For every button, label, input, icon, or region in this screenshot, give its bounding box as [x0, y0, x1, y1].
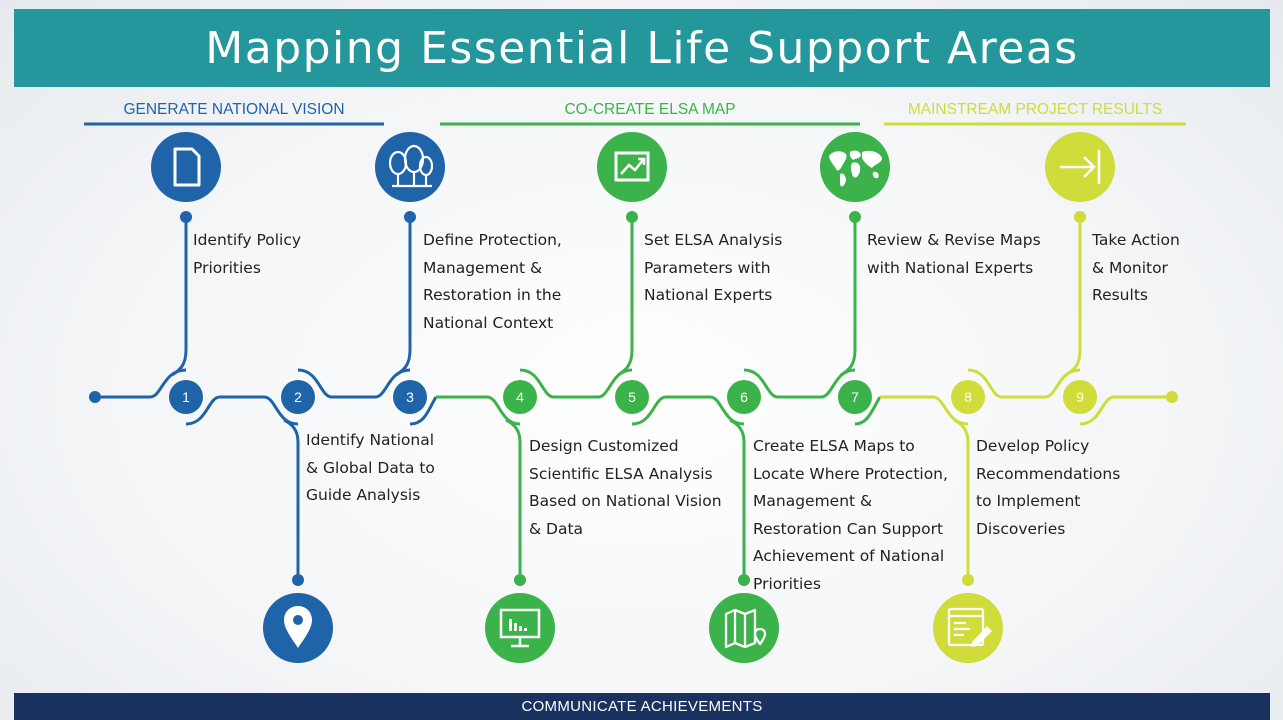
svg-text:8: 8 — [964, 389, 972, 405]
step-badge-1: 1 — [169, 380, 203, 414]
svg-text:1: 1 — [182, 389, 190, 405]
svg-text:6: 6 — [740, 389, 748, 405]
step-badge-5: 5 — [615, 380, 649, 414]
page-title: Mapping Essential Life Support Areas — [205, 22, 1079, 74]
step-badge-7: 7 — [838, 380, 872, 414]
phase-mainstream-label: MAINSTREAM PROJECT RESULTS — [907, 101, 1163, 118]
step-badge-3: 3 — [393, 380, 427, 414]
step-badge-2: 2 — [281, 380, 315, 414]
phase-cocreate-label: CO-CREATE ELSA MAP — [564, 101, 736, 118]
title-banner: Mapping Essential Life Support Areas — [14, 9, 1270, 87]
footer-banner: COMMUNICATE ACHIEVEMENTS — [14, 693, 1270, 720]
world-map-icon — [820, 132, 890, 202]
folded-map-icon — [709, 593, 779, 663]
form-edit-icon — [933, 593, 1003, 663]
svg-text:3: 3 — [406, 389, 414, 405]
trend-chart-icon — [597, 132, 667, 202]
trees-icon — [375, 132, 445, 202]
svg-text:9: 9 — [1076, 389, 1084, 405]
svg-text:4: 4 — [516, 389, 524, 405]
svg-text:5: 5 — [628, 389, 636, 405]
timeline-end-dot — [1166, 391, 1178, 403]
step-badge-6: 6 — [727, 380, 761, 414]
svg-text:2: 2 — [294, 389, 302, 405]
phase-generate-label: GENERATE NATIONAL VISION — [123, 101, 345, 118]
footer-label: COMMUNICATE ACHIEVEMENTS — [521, 698, 763, 715]
step-badge-8: 8 — [951, 380, 985, 414]
document-icon — [151, 132, 221, 202]
step-badge-4: 4 — [503, 380, 537, 414]
monitor-chart-icon — [485, 593, 555, 663]
arrow-target-icon — [1045, 132, 1115, 202]
step-badge-9: 9 — [1063, 380, 1097, 414]
location-pin-icon — [263, 593, 333, 663]
step-3-text: Define Protection,Management &Restoratio… — [423, 231, 562, 332]
svg-text:7: 7 — [851, 389, 859, 405]
